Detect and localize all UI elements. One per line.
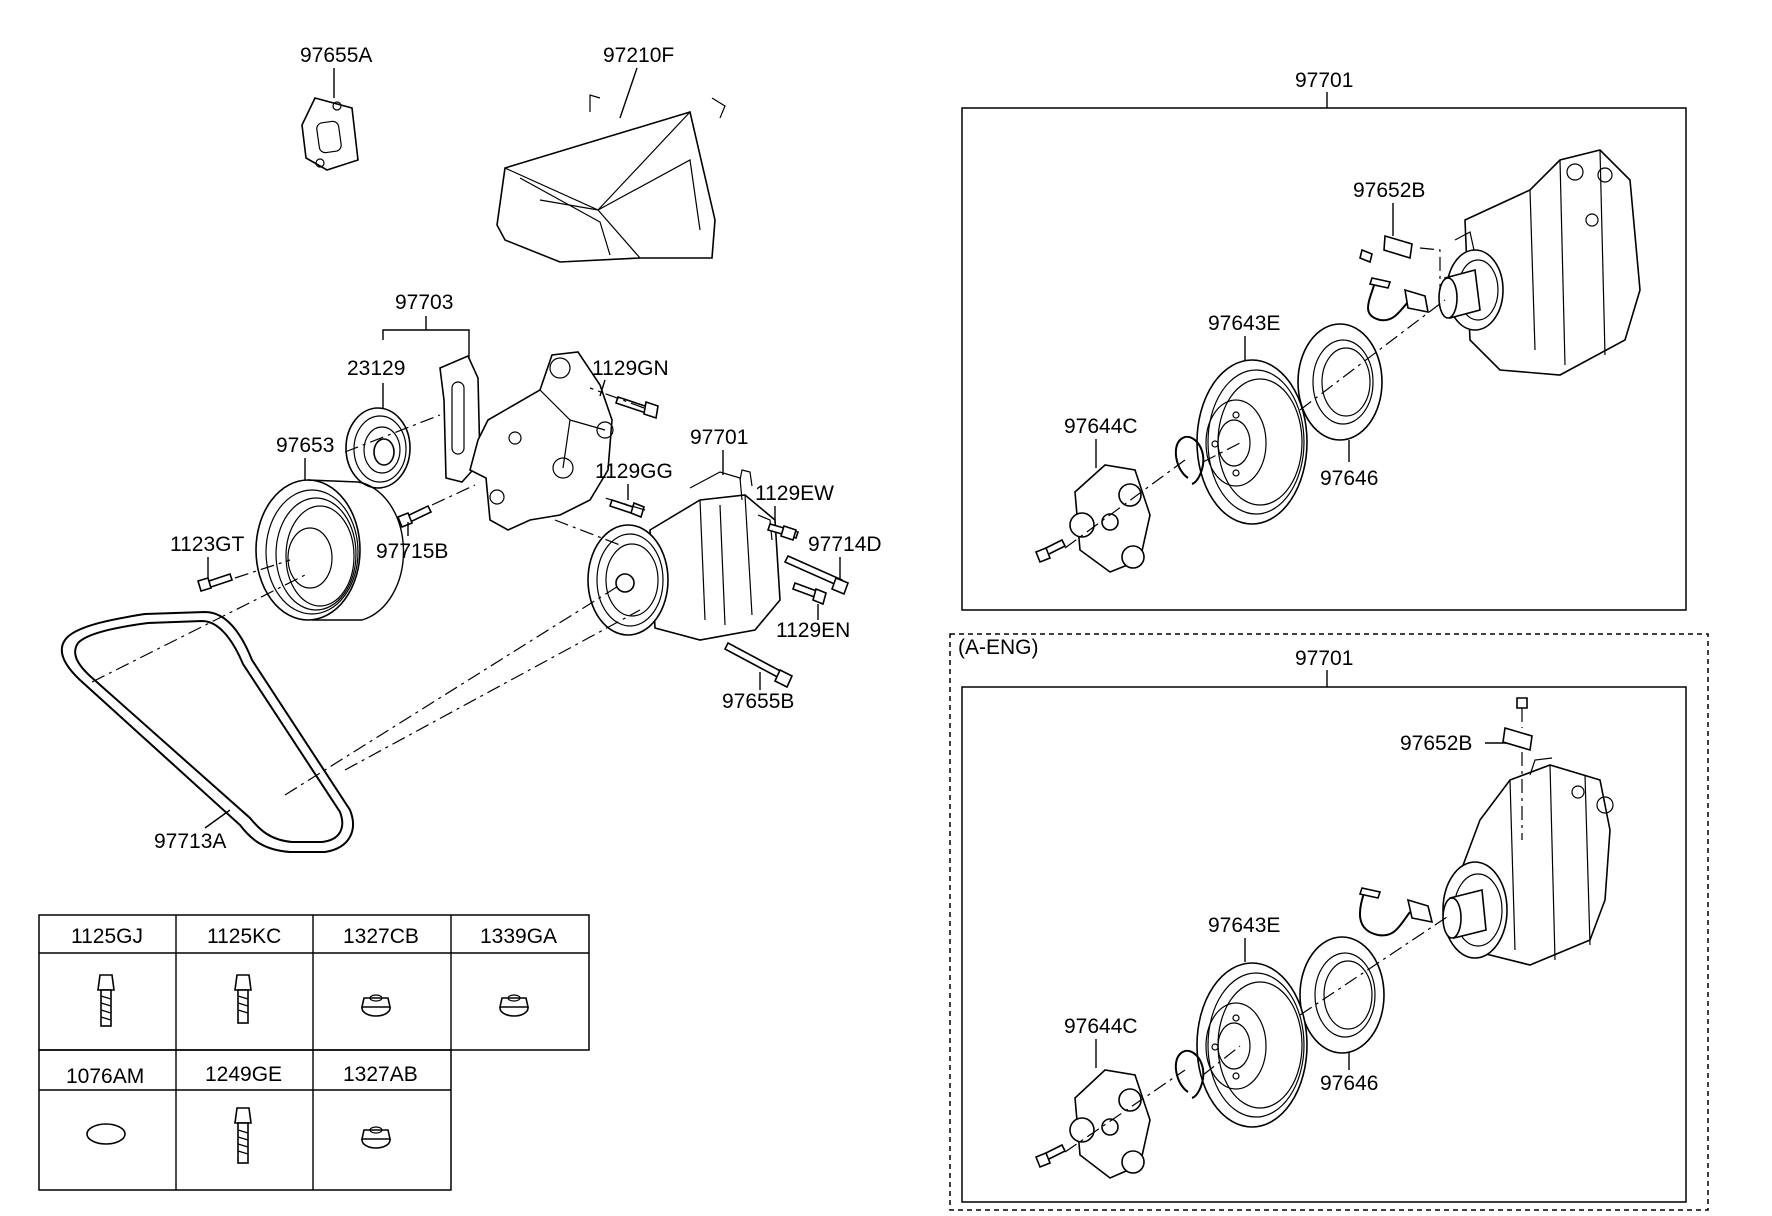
bolt-1129GN <box>614 395 659 420</box>
nut-icon <box>361 994 391 1017</box>
coil-wire-bottom <box>1358 887 1434 937</box>
table-label-1327CB: 1327CB <box>343 925 419 948</box>
label-97714D: 97714D <box>808 533 882 556</box>
bolt-icon <box>234 1107 252 1164</box>
clutch-hub-97644C-bottom <box>1069 1069 1151 1179</box>
snap-ring-top <box>1174 435 1205 485</box>
assembly-lines-left <box>91 387 646 796</box>
detail-bottom-label-97646: 97646 <box>1320 1072 1378 1095</box>
bolt-hub-top <box>1034 538 1067 564</box>
mounting-bracket <box>469 351 614 531</box>
detail-bottom-title: 97701 <box>1295 647 1353 670</box>
label-97653: 97653 <box>276 434 334 457</box>
label-1129EW: 1129EW <box>755 482 834 505</box>
clutch-pulley-97643E-bottom <box>1196 962 1308 1128</box>
bolt-hub-bottom <box>1034 1143 1067 1169</box>
drive-belt-97713A <box>60 610 354 853</box>
detail-top-label-97646: 97646 <box>1320 467 1378 490</box>
table-label-1125GJ: 1125GJ <box>71 925 143 948</box>
bolt-icon <box>234 974 252 1024</box>
clutch-hub-97644C-top <box>1069 464 1151 573</box>
label-1123GT: 1123GT <box>170 533 244 556</box>
label-97703: 97703 <box>395 291 453 314</box>
detail-bottom-label-97652B: 97652B <box>1400 732 1472 755</box>
bolt-1123GT <box>197 572 234 592</box>
compressor-top <box>1438 149 1641 376</box>
label-23129: 23129 <box>347 357 405 380</box>
label-1129GN: 1129GN <box>592 357 669 380</box>
label-1129EN: 1129EN <box>776 619 850 642</box>
table-label-1249GE: 1249GE <box>205 1063 282 1086</box>
field-coil-97646-top <box>1297 323 1383 441</box>
table-label-1327AB: 1327AB <box>343 1063 418 1086</box>
nut-icon <box>361 1126 391 1149</box>
label-1129GG: 1129GG <box>595 460 673 483</box>
label-97655B: 97655B <box>722 690 794 713</box>
detail-bottom-variant: (A-ENG) <box>958 636 1039 659</box>
label-97701-main: 97701 <box>690 426 748 449</box>
fastener-table: 1125GJ 1125KC 1327CB 1339GA 1076AM 1249G… <box>38 914 590 1191</box>
detail-bottom-label-97643E: 97643E <box>1208 914 1280 937</box>
tensioner-bracket <box>439 354 481 483</box>
detail-top-label-97644C: 97644C <box>1064 415 1138 438</box>
table-label-1339GA: 1339GA <box>480 925 557 948</box>
ac-compressor-97701 <box>587 469 781 641</box>
detail-bottom-label-97644C: 97644C <box>1064 1015 1138 1038</box>
table-label-1076AM: 1076AM <box>66 1065 144 1088</box>
clutch-pulley-97643E-top <box>1196 359 1308 525</box>
detail-top-label-97643E: 97643E <box>1208 312 1280 335</box>
gasket-97655A <box>301 97 359 171</box>
cover-97210F <box>496 94 726 263</box>
table-label-1125KC: 1125KC <box>207 925 281 948</box>
bracket-97652B-top <box>1359 234 1441 290</box>
field-coil-97646-bottom <box>1299 936 1385 1054</box>
bolt-97655B <box>723 641 794 689</box>
bolt-97714D <box>783 554 850 596</box>
bolt-1129EN <box>791 581 827 606</box>
bolt-icon <box>97 974 115 1027</box>
nut-icon <box>499 994 529 1017</box>
label-97210F: 97210F <box>603 44 674 67</box>
detail-top-label-97652B: 97652B <box>1353 179 1425 202</box>
detail-top-97701: 97701 97652B <box>961 69 1687 611</box>
bolt-1129EW <box>766 523 800 542</box>
bolt-97715B <box>396 504 433 529</box>
label-97715B: 97715B <box>376 540 448 563</box>
crank-pulley-97653 <box>255 479 405 621</box>
bracket-97652B-bottom <box>1502 697 1533 840</box>
compressor-bottom <box>1442 757 1614 966</box>
label-97713A: 97713A <box>154 830 226 853</box>
plug-icon <box>86 1123 126 1145</box>
detail-top-title: 97701 <box>1295 69 1353 92</box>
coil-wire <box>1367 277 1430 322</box>
label-97655A: 97655A <box>300 44 372 67</box>
snap-ring-bottom <box>1174 1049 1205 1099</box>
detail-bottom-97701: (A-ENG) 97701 97652B <box>949 633 1709 1211</box>
